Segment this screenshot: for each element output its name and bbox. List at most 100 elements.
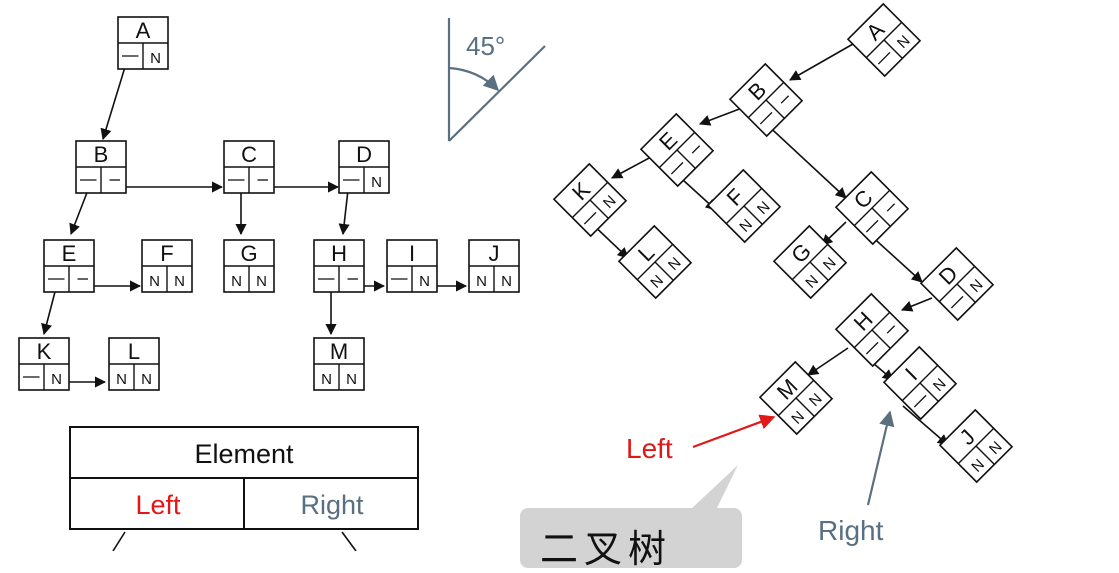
node-divider xyxy=(765,99,785,119)
node-right-null: N xyxy=(501,273,512,290)
node-key: D xyxy=(356,142,372,167)
node-key: I xyxy=(409,241,415,266)
node-divider xyxy=(975,445,995,465)
right-node-g: GNN xyxy=(772,224,848,300)
right-node-c: C xyxy=(834,170,910,246)
redge-i-j xyxy=(902,405,949,446)
node-structure-legend: Element Left Right xyxy=(69,426,419,551)
node-left-null: N xyxy=(476,273,487,290)
legend-left-label: Left xyxy=(135,490,181,520)
legend-left-pointer xyxy=(112,531,126,551)
right-tree-right-label: Right xyxy=(818,515,884,546)
node-right-null: N xyxy=(371,174,382,191)
caption-text: 二叉树 xyxy=(540,527,673,571)
node-right-null: N xyxy=(256,273,267,290)
node-key: F xyxy=(160,241,173,266)
right-node-h: H xyxy=(834,292,910,368)
node-key: H xyxy=(331,241,347,266)
redge-b-c xyxy=(761,119,847,199)
node-left-pointer xyxy=(865,219,879,233)
right-node-m: MNN xyxy=(758,360,834,436)
right-node-l: LNN xyxy=(617,224,693,300)
node-left-null: N xyxy=(116,371,127,388)
node-key: A xyxy=(136,18,151,43)
edge-e-k xyxy=(41,287,57,336)
node-left-pointer xyxy=(583,211,597,225)
left-node-b: B xyxy=(75,140,127,194)
edge-a-b xyxy=(100,66,126,141)
legend-right-pointer xyxy=(341,531,357,551)
node-right-pointer xyxy=(886,203,896,212)
right-tree-left-label: Left xyxy=(626,433,673,464)
node-divider xyxy=(654,261,674,281)
node-divider xyxy=(883,39,903,59)
rotation-angle-label: 45° xyxy=(466,31,505,61)
right-node-e: E xyxy=(639,112,715,188)
node-key: L xyxy=(128,339,140,364)
right-node-j: JNN xyxy=(938,408,1014,484)
redge-b-e xyxy=(698,107,743,126)
node-left-pointer xyxy=(759,111,773,125)
node-divider xyxy=(956,283,976,303)
node-key: G xyxy=(240,241,257,266)
node-divider xyxy=(871,207,891,227)
left-node-d: DN xyxy=(338,140,390,194)
left-node-c: C xyxy=(223,140,275,194)
edge-b-e xyxy=(69,189,89,236)
redge-d-h xyxy=(900,297,933,312)
node-right-null: N xyxy=(346,371,357,388)
redge-h-m xyxy=(807,347,849,376)
node-key: M xyxy=(330,339,348,364)
node-right-null: N xyxy=(51,371,62,388)
rotation-indicator xyxy=(447,18,546,142)
node-left-null: N xyxy=(149,273,160,290)
left-node-k: KN xyxy=(18,337,70,391)
node-left-pointer xyxy=(877,51,891,65)
node-left-pointer xyxy=(950,295,964,309)
node-left-pointer xyxy=(670,161,684,175)
redge-e-k xyxy=(611,156,652,179)
node-divider xyxy=(871,329,891,349)
node-divider xyxy=(676,149,696,169)
redge-c-g xyxy=(821,221,847,246)
node-left-null: N xyxy=(321,371,332,388)
caption-bubble: 二叉树 xyxy=(520,508,742,571)
right-node-f: FNN xyxy=(706,168,782,244)
node-divider xyxy=(636,243,674,281)
node-divider xyxy=(795,397,815,417)
left-node-a: AN xyxy=(117,16,169,70)
node-divider xyxy=(589,199,609,219)
node-divider xyxy=(743,205,763,225)
node-right-null: N xyxy=(174,273,185,290)
right-node-b: B xyxy=(728,62,804,138)
legend-element-label: Element xyxy=(194,439,294,469)
node-right-pointer xyxy=(886,325,896,334)
node-right-null: N xyxy=(141,371,152,388)
node-right-null: N xyxy=(419,273,430,290)
node-key: C xyxy=(241,142,257,167)
caption-bubble-tail xyxy=(690,465,738,510)
left-node-i: IN xyxy=(386,239,438,293)
node-key: E xyxy=(62,241,77,266)
rotation-diagonal-line xyxy=(448,45,546,142)
rotation-arc-arrow xyxy=(448,66,500,92)
legend-right-label: Right xyxy=(300,490,364,520)
node-right-null: N xyxy=(150,50,161,67)
node-left-pointer xyxy=(865,341,879,355)
redge-a-b xyxy=(789,43,854,81)
node-right-pointer xyxy=(780,95,790,104)
node-key: J xyxy=(489,241,500,266)
left-node-e: E xyxy=(43,239,95,293)
node-divider xyxy=(919,382,939,402)
node-left-pointer xyxy=(913,394,927,408)
